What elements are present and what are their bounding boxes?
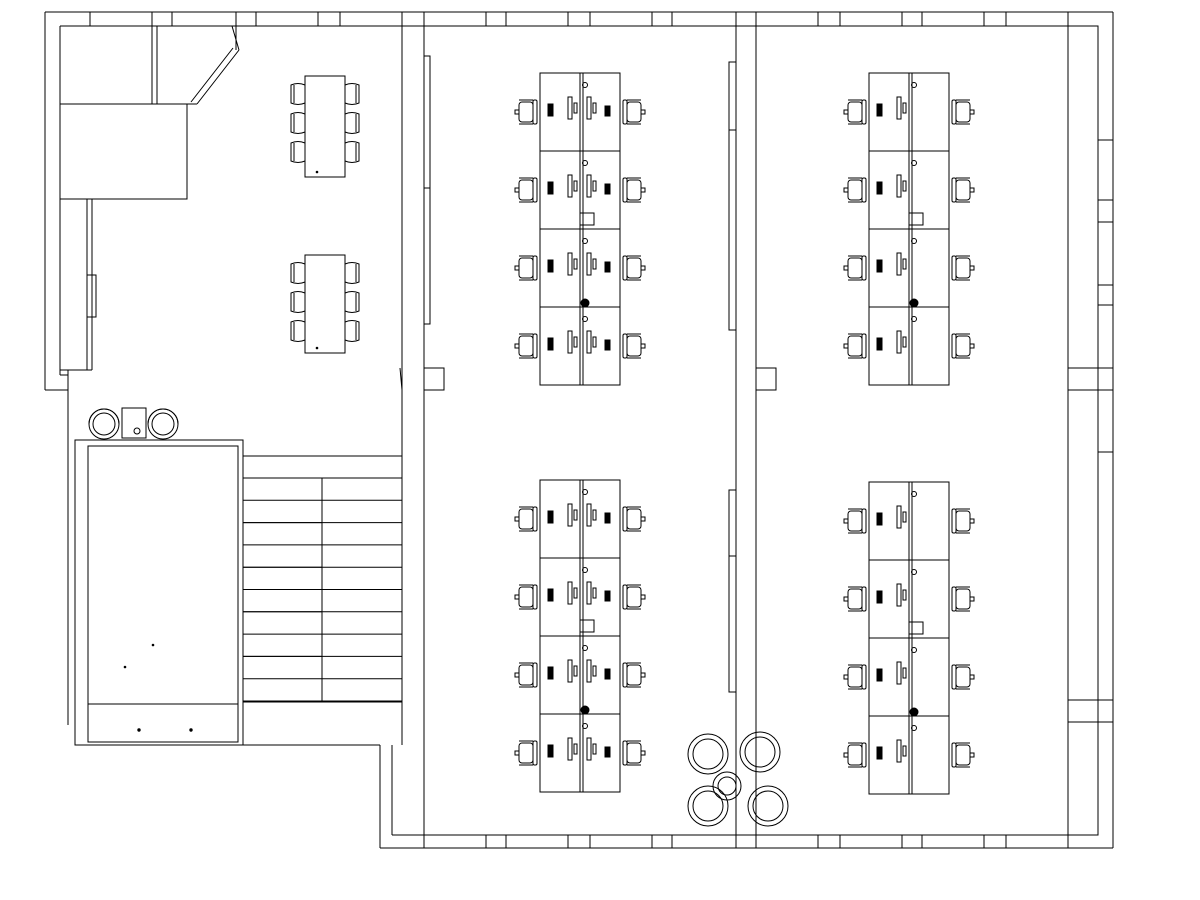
stair-core (75, 440, 402, 745)
office-chair (515, 334, 537, 358)
workstation-cluster (844, 73, 974, 385)
workstations (515, 73, 974, 794)
office-chair (844, 100, 866, 124)
office-chair (515, 663, 537, 687)
office-chair (623, 100, 645, 124)
armchair (148, 409, 178, 439)
office-chair (952, 256, 974, 280)
office-chair (844, 334, 866, 358)
outer-walls (45, 12, 1113, 848)
office-chair (952, 334, 974, 358)
chair (291, 292, 305, 313)
office-chair (844, 509, 866, 533)
workstation-cluster (844, 482, 974, 794)
office-chair (844, 665, 866, 689)
office-chair (515, 741, 537, 765)
office-chair (952, 665, 974, 689)
chair (345, 113, 359, 134)
office-chair (844, 743, 866, 767)
office-chair (952, 587, 974, 611)
lounge-furniture (89, 76, 359, 439)
office-chair (623, 334, 645, 358)
chair (291, 113, 305, 134)
chair (291, 142, 305, 163)
chair (291, 84, 305, 105)
office-chair (623, 507, 645, 531)
workstation-cluster (515, 480, 645, 792)
office-chair (844, 256, 866, 280)
office-chair (623, 178, 645, 202)
storage-room (60, 26, 239, 440)
office-chair (623, 256, 645, 280)
chair (345, 84, 359, 105)
office-chair (952, 100, 974, 124)
office-chair (515, 178, 537, 202)
office-chair (844, 587, 866, 611)
chair (345, 263, 359, 284)
partition-walls (400, 12, 776, 848)
office-chair (623, 663, 645, 687)
chair (345, 142, 359, 163)
office-chair (515, 100, 537, 124)
office-chair (952, 178, 974, 202)
armchair (89, 409, 119, 439)
office-chair (844, 178, 866, 202)
office-chair (623, 585, 645, 609)
workstation-cluster (515, 73, 645, 385)
office-chair (515, 507, 537, 531)
office-chair (952, 509, 974, 533)
office-chair (952, 743, 974, 767)
office-chair (623, 741, 645, 765)
meeting-table (291, 76, 359, 177)
chair (345, 321, 359, 342)
office-chair (515, 256, 537, 280)
chair (291, 263, 305, 284)
chair (291, 321, 305, 342)
side-table (122, 408, 146, 438)
breakout-area (688, 732, 788, 826)
chair (345, 292, 359, 313)
office-chair (515, 585, 537, 609)
meeting-table (291, 255, 359, 353)
